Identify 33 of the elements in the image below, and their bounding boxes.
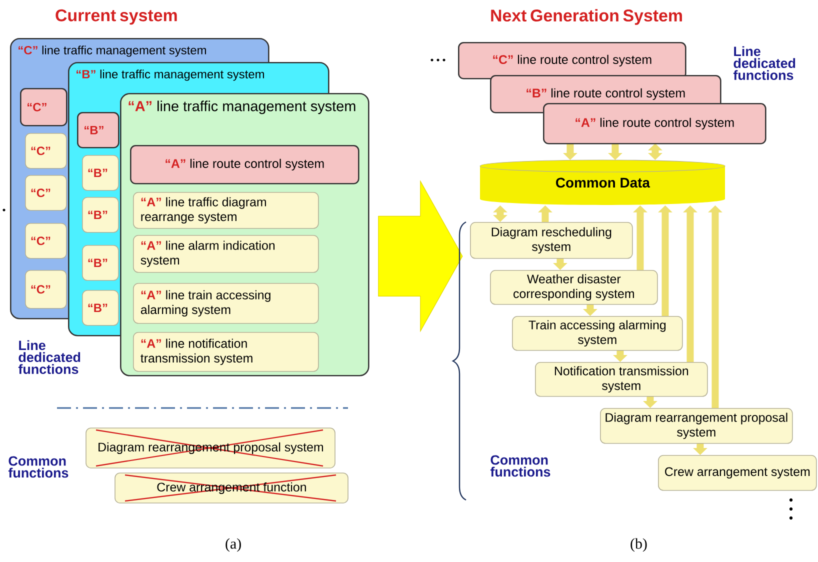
function-box: “A” line train accessing alarming system: [133, 283, 319, 324]
section-label: Line dedicated functions: [733, 46, 796, 80]
heading: Next Generation System: [491, 9, 682, 25]
route-control-box: “C” line route control system: [458, 42, 686, 80]
function-box: “C”: [25, 133, 67, 169]
route-control-box: “A” line route control system: [543, 103, 766, 144]
function-box: “C”: [25, 270, 67, 309]
section-label: Common functions: [490, 455, 550, 477]
panel-caption: (b): [630, 538, 647, 552]
function-box: Diagram rearrangement proposal system: [600, 408, 793, 444]
route-control-box: “A” line route control system: [130, 145, 360, 184]
function-box: Weather disaster corresponding system: [490, 270, 658, 305]
database-cylinder: Common Data: [480, 160, 726, 205]
function-box: “B”: [82, 244, 119, 281]
function-box: “B”: [82, 290, 119, 326]
transition-arrow: [378, 180, 463, 332]
section-label: Common functions: [8, 456, 68, 478]
function-box: “B”: [82, 197, 119, 233]
function-box: “B”: [82, 155, 119, 191]
route-control-box: “C”: [20, 88, 68, 126]
heading: Current system: [56, 9, 177, 25]
function-box: “C”: [25, 175, 67, 211]
panel-caption: (a): [226, 538, 241, 552]
section-label: Line dedicated functions: [18, 340, 80, 374]
function-box: Crew arrangement system: [658, 455, 817, 491]
function-box: Diagram rescheduling system: [470, 222, 633, 259]
function-box: “A” line alarm indication system: [133, 234, 319, 273]
route-control-box: “B”: [77, 112, 120, 148]
function-box: “A” line traffic diagram rearrange system: [133, 192, 319, 229]
function-box: “A” line notification transmission system: [133, 332, 319, 372]
function-box: “C”: [25, 222, 67, 259]
function-box: Train accessing alarming system: [512, 316, 683, 351]
function-box: Notification transmission system: [535, 362, 708, 397]
